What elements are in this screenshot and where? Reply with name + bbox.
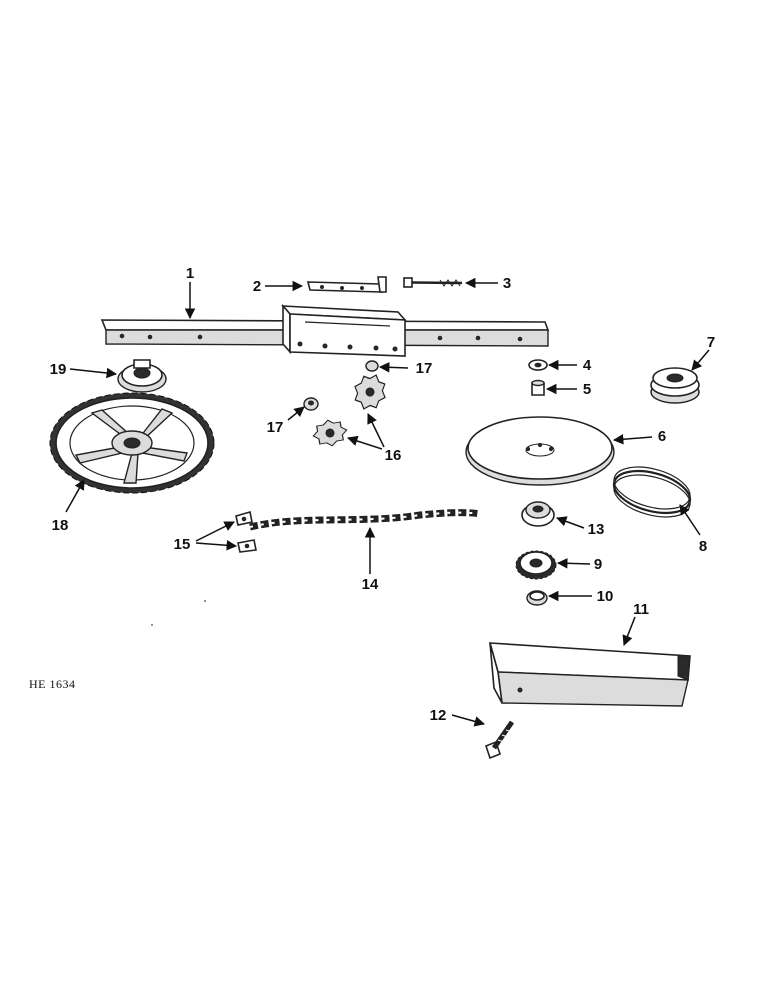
leader-15a [195, 521, 235, 542]
leader-17b [287, 406, 305, 421]
part-9-sprocket [515, 550, 557, 580]
callout-1: 1 [186, 265, 194, 282]
leader-8 [679, 504, 701, 536]
leader-15b [195, 540, 238, 551]
part-2-angle-plate [306, 276, 387, 293]
callout-6: 6 [658, 428, 666, 445]
leader-7 [691, 349, 710, 371]
part-7-pulley [650, 367, 700, 404]
callout-7: 7 [707, 334, 715, 351]
part-4-washer [528, 359, 548, 371]
part-12-bolt [485, 720, 515, 760]
callout-19: 19 [50, 361, 67, 378]
part-13-hub [521, 501, 555, 527]
callout-8: 8 [699, 538, 707, 555]
part-10-bushing [526, 590, 548, 606]
leader-17a [378, 362, 409, 373]
leader-6 [612, 434, 653, 445]
figure-code: HE 1634 [29, 677, 76, 691]
leader-16a [367, 413, 385, 448]
leader-18 [65, 479, 85, 513]
leader-16b [347, 435, 383, 450]
callout-9: 9 [594, 556, 602, 573]
part-17-nut-a [365, 360, 379, 372]
part-14-chain [249, 509, 481, 531]
callout-5: 5 [583, 381, 591, 398]
callout-17-lower: 17 [267, 419, 284, 436]
part-6-disc [465, 416, 615, 486]
part-15-connector-links [235, 510, 257, 553]
part-17-nut-b [303, 397, 319, 411]
leader-13 [556, 516, 585, 529]
callout-4: 4 [583, 357, 592, 374]
callout-13: 13 [588, 521, 605, 538]
leader-12 [451, 714, 486, 727]
callout-11: 11 [633, 601, 649, 618]
callout-labels: 1 2 3 4 5 6 7 8 9 10 11 12 13 14 15 16 1… [50, 265, 716, 724]
callout-10: 10 [597, 588, 614, 605]
part-16-idlers [312, 374, 386, 447]
part-5-bushing [531, 379, 545, 396]
callout-12: 12 [430, 707, 447, 724]
scan-speck [151, 624, 153, 626]
callout-18: 18 [52, 517, 69, 534]
part-11-guard [488, 642, 691, 707]
callout-16: 16 [385, 447, 402, 464]
scan-speck [204, 600, 206, 602]
callout-14: 14 [362, 576, 379, 593]
leader-lines [65, 277, 710, 727]
callout-2: 2 [253, 278, 261, 295]
part-3-bolt [403, 277, 463, 288]
leader-19 [69, 367, 118, 379]
part-1-channel-bar [100, 303, 550, 357]
callout-15: 15 [174, 536, 191, 553]
leader-9 [556, 558, 591, 569]
part-19-flange-hub [117, 359, 167, 393]
part-18-large-sprocket [49, 392, 215, 494]
part-8-belt [612, 466, 692, 518]
callout-3: 3 [503, 275, 511, 292]
callout-17-upper: 17 [416, 360, 433, 377]
leader-11 [622, 616, 636, 646]
